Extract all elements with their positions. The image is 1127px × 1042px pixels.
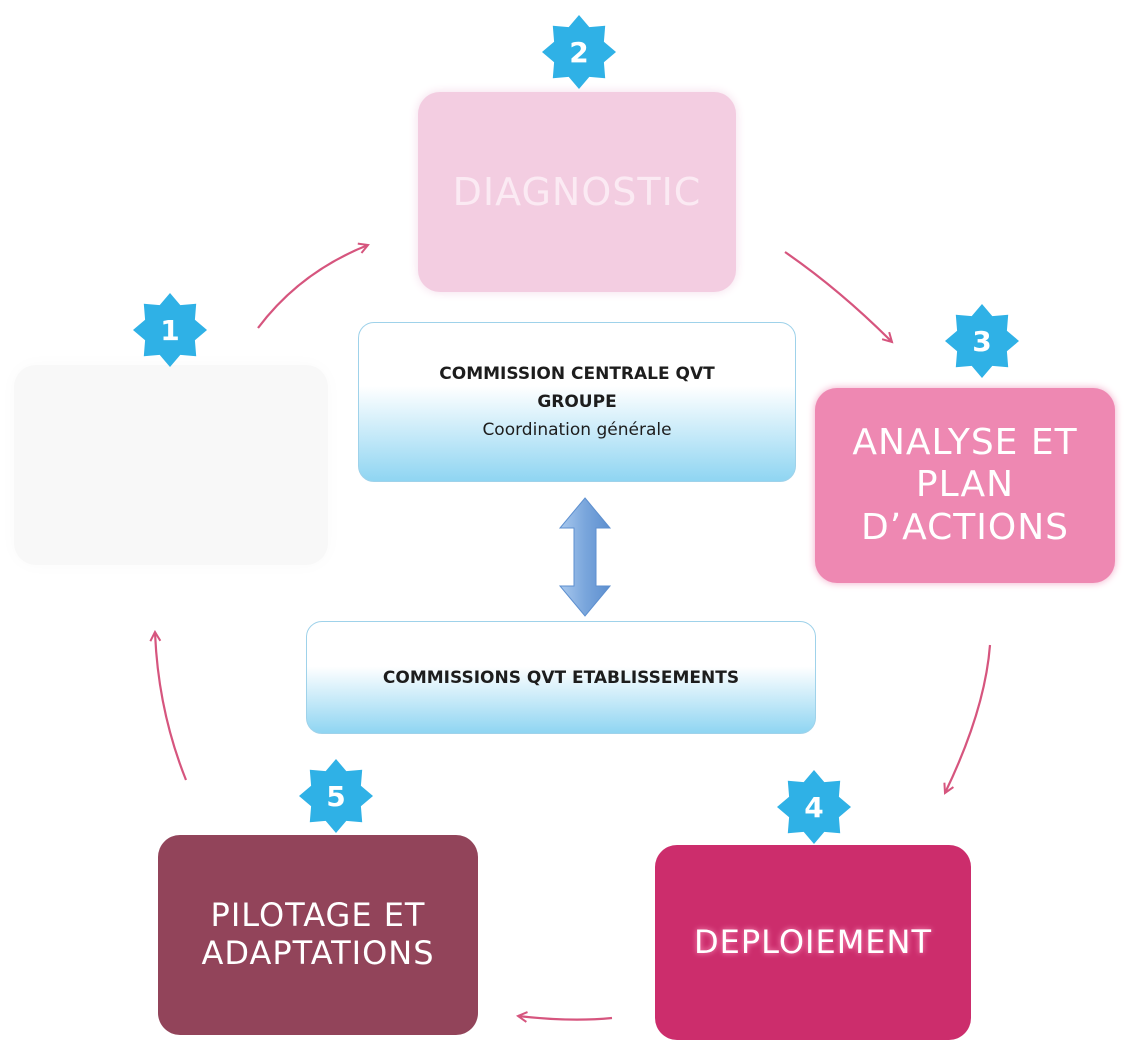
arrow-1-to-2: [257, 245, 368, 329]
step-5-star-badge-icon: 5: [297, 757, 375, 835]
establishments-commission-label: COMMISSIONS QVT ETABLISSEMENTS: [382, 667, 740, 688]
step-2-number: 2: [569, 35, 589, 69]
step-3-box: ANALYSE ET PLAN D’ACTIONS: [815, 388, 1115, 583]
step-4-label: DEPLOIEMENT: [694, 922, 932, 961]
central-commission-subtitle: Coordination générale: [482, 420, 672, 441]
step-2-box: DIAGNOSTIC: [418, 92, 736, 292]
step-3-label-line-1: ANALYSE ET: [852, 421, 1078, 463]
arrow-2-to-3: [784, 251, 892, 342]
establishments-commission-box: COMMISSIONS QVT ETABLISSEMENTS: [306, 621, 816, 734]
step-3-label-line-3: D’ACTIONS: [860, 506, 1070, 548]
central-commission-box: COMMISSION CENTRALE QVT GROUPE Coordinat…: [358, 322, 796, 482]
step-1-star-badge-icon: 1: [131, 291, 209, 369]
step-5-label-line-1: PILOTAGE ET: [210, 896, 426, 935]
step-1-number: 1: [160, 313, 180, 347]
arrow-5-to-1: [155, 632, 188, 781]
arrow-4-to-5: [518, 1016, 613, 1020]
step-2-star-badge-icon: 2: [540, 13, 618, 91]
step-3-label-line-2: PLAN: [915, 464, 1015, 506]
arrow-3-to-4: [945, 644, 992, 793]
central-commission-title: COMMISSION CENTRALE QVT: [439, 363, 715, 384]
central-commission-group: GROUPE: [537, 391, 617, 412]
step-1-box: [14, 365, 328, 565]
step-5-box: PILOTAGE ET ADAPTATIONS: [158, 835, 478, 1035]
step-5-number: 5: [326, 779, 346, 813]
step-4-box: DEPLOIEMENT: [655, 845, 971, 1040]
step-3-number: 3: [972, 324, 992, 358]
step-5-label-line-2: ADAPTATIONS: [201, 934, 435, 972]
step-2-label: DIAGNOSTIC: [452, 169, 702, 214]
double-arrow-icon: [558, 497, 612, 617]
step-3-star-badge-icon: 3: [943, 302, 1021, 380]
step-4-star-badge-icon: 4: [775, 768, 853, 846]
step-4-number: 4: [804, 790, 824, 824]
